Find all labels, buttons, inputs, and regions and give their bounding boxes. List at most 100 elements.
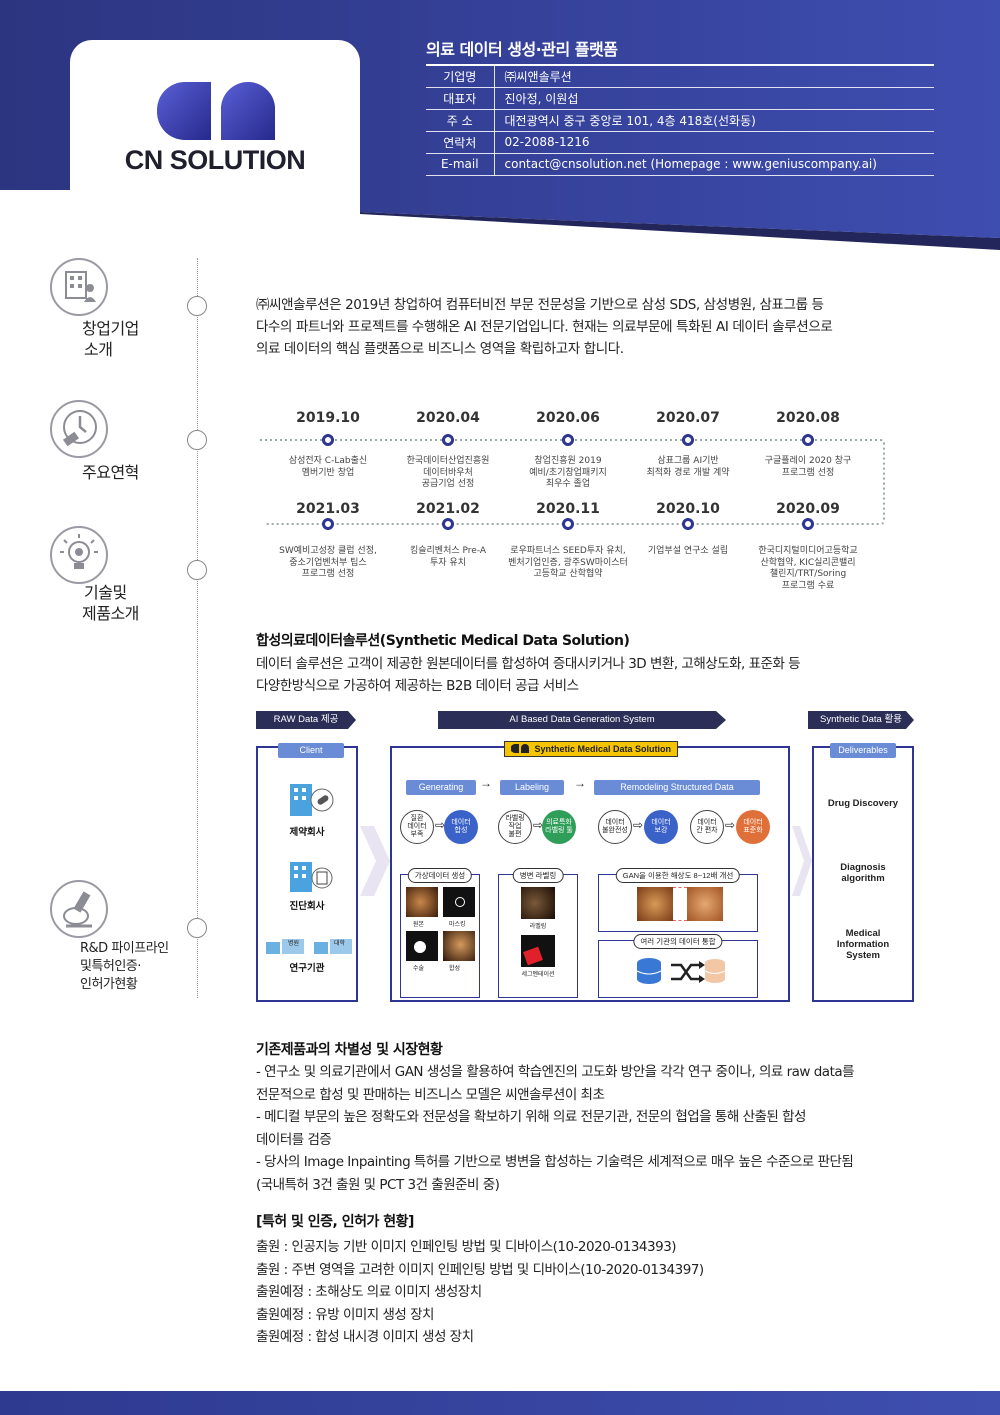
process-circle: 의료특화 라벨링 툴 bbox=[542, 810, 576, 844]
process-circle: 데이터 간 편차 bbox=[690, 810, 724, 844]
timeline-desc: 삼표그룹 AI기반 최적화 경로 개발 계약 bbox=[646, 456, 730, 478]
microscope-icon bbox=[50, 880, 108, 938]
timeline-date: 2020.08 bbox=[776, 410, 840, 426]
lowres-image bbox=[637, 887, 673, 921]
info-value[interactable]: contact@cnsolution.net (Homepage : www.g… bbox=[494, 153, 934, 176]
gan-box: GAN을 이용한 해상도 8~12배 개선 bbox=[598, 868, 758, 932]
endoscopy-image bbox=[406, 887, 438, 917]
caption: 라벨링 bbox=[529, 924, 547, 930]
step-generating: Generating bbox=[406, 780, 476, 795]
patents-title: [특허 및 인증, 인허가 현황] bbox=[256, 1214, 414, 1230]
info-label: 대표자 bbox=[426, 87, 495, 110]
differentiation-line: - 메디컬 부문의 높은 정확도와 전문성을 확보하기 위해 의료 전문기관, … bbox=[256, 1109, 806, 1125]
integration-title: 여러 기관의 데이터 통합 bbox=[633, 934, 723, 949]
timeline-desc: 로우파트너스 SEED투자 유치, 벤처기업인증, 광주SW마이스터 고등학교 … bbox=[508, 546, 628, 579]
timeline-node bbox=[187, 430, 207, 450]
timeline-date: 2020.10 bbox=[656, 501, 720, 517]
patent-line: 출원 : 인공지능 기반 이미지 인페인팅 방법 및 디바이스(10-2020-… bbox=[256, 1239, 677, 1255]
database-shuffle-icon bbox=[636, 958, 725, 984]
chevron-right-icon bbox=[792, 826, 812, 896]
building-person-icon bbox=[50, 258, 108, 316]
section-label-rnd: R&D 파이프라인 및특허인증· 인허가현황 bbox=[80, 940, 169, 994]
deliverables-title: Deliverables bbox=[830, 743, 896, 758]
solution-box: Synthetic Medical Data Solution Generati… bbox=[390, 741, 790, 1002]
timeline-dot bbox=[562, 434, 574, 446]
chevron-right-icon bbox=[360, 826, 390, 896]
highres-image bbox=[687, 887, 723, 921]
hospital-university-icon bbox=[266, 939, 352, 954]
caption: 수술 bbox=[413, 966, 425, 972]
process-circle: 질환 데이터 부족 bbox=[400, 810, 434, 844]
intro-line: 다수의 파트너와 프로젝트를 수행해온 AI 전문기업입니다. 현재는 의료부문… bbox=[256, 319, 833, 335]
section-label-history: 주요연혁 bbox=[82, 463, 139, 482]
client-pharma: 제약회사 bbox=[289, 827, 325, 838]
timeline-dot bbox=[322, 434, 334, 446]
differentiation-line: 데이터를 검증 bbox=[256, 1131, 332, 1148]
step-labeling: Labeling bbox=[500, 780, 564, 795]
timeline-dot bbox=[442, 518, 454, 530]
info-value: 대전광역시 중구 중앙로 101, 4층 418호(선화동) bbox=[494, 109, 934, 132]
bar-synthetic-data: Synthetic Data 활용 bbox=[820, 714, 902, 725]
arrow-right-icon: ⇨ bbox=[435, 818, 446, 832]
lesion-label-title: 병변 라벨링 bbox=[512, 868, 564, 883]
clock-icon bbox=[50, 400, 108, 458]
patent-line: 출원 : 주변 영역을 고려한 이미지 인페인팅 방법 및 디바이스(10-20… bbox=[256, 1261, 704, 1278]
arrow-right-icon: ⇨ bbox=[633, 818, 644, 832]
deliverable-item: Medical Information System bbox=[836, 928, 890, 961]
caption: 원본 bbox=[413, 922, 425, 928]
differentiation-line: 전문적으로 합성 및 판매하는 비즈니스 모델은 씨앤솔루션이 최초 bbox=[256, 1086, 605, 1103]
info-row: 기업명㈜씨앤솔루션 bbox=[426, 64, 934, 88]
info-label: 연락처 bbox=[426, 131, 495, 154]
timeline-dot bbox=[322, 518, 334, 530]
zoom-lines bbox=[673, 887, 687, 921]
footer-bar bbox=[0, 1391, 1000, 1415]
intro-line: ㈜씨앤솔루션은 2019년 창업하여 컴퓨터비전 부문 전문성을 기반으로 삼성… bbox=[256, 297, 824, 313]
info-label: 기업명 bbox=[426, 64, 495, 88]
differentiation-line: - 연구소 및 의료기관에서 GAN 생성을 활용하여 학습엔진의 고도화 방안… bbox=[256, 1064, 855, 1080]
page-title: 의료 데이터 생성·관리 플랫폼 bbox=[426, 40, 618, 59]
timeline-node bbox=[187, 560, 207, 580]
lesion-image bbox=[521, 887, 555, 919]
virtual-data-box: 가상데이터 생성 원본 마스킹 수술 합성 bbox=[400, 868, 480, 998]
patent-line: 출원예정 : 초해상도 의료 이미지 생성장치 bbox=[256, 1284, 482, 1300]
caption: 합성 bbox=[449, 966, 461, 972]
solution-diagram: RAW Data 제공 AI Based Data Generation Sys… bbox=[256, 706, 916, 1006]
label-line: 소개 bbox=[84, 340, 113, 359]
info-value: 진아정, 이원섭 bbox=[494, 87, 934, 110]
timeline-desc: 삼성전자 C-Lab출신 멤버기반 창업 bbox=[288, 456, 368, 478]
process-circle: 데이터 합성 bbox=[444, 810, 478, 844]
label-line: 창업기업 bbox=[82, 319, 139, 338]
logo-card: CN SOLUTION bbox=[70, 40, 360, 240]
solution-title-text: Synthetic Medical Data Solution bbox=[534, 744, 671, 754]
timeline-dot bbox=[802, 434, 814, 446]
lesion-label-box: 병변 라벨링 라벨링 세그멘테이션 bbox=[498, 868, 578, 998]
deliverables-box: Deliverables Drug Discovery Diagnosis al… bbox=[812, 743, 914, 1002]
timeline-date: 2020.09 bbox=[776, 501, 840, 517]
tag-hospital: 병원 bbox=[288, 941, 300, 947]
process-circle: 데이터 불완전성 bbox=[598, 810, 632, 844]
timeline-date: 2020.06 bbox=[536, 410, 600, 426]
label-line: 기술및 bbox=[84, 583, 127, 602]
timeline-node bbox=[187, 918, 207, 938]
tag-university: 대학 bbox=[334, 941, 346, 947]
differentiation-title: 기존제품과의 차별성 및 시장현황 bbox=[256, 1042, 443, 1058]
timeline-date: 2021.03 bbox=[296, 501, 360, 517]
mask-image bbox=[406, 931, 438, 961]
intro-paragraph: ㈜씨앤솔루션은 2019년 창업하여 컴퓨터비전 부문 전문성을 기반으로 삼성… bbox=[256, 294, 833, 360]
diagnostic-building-icon bbox=[290, 862, 333, 892]
timeline-desc: SW예비고성장 클럽 선정, 중소기업벤처부 팁스 프로그램 선정 bbox=[279, 546, 377, 579]
info-label: E-mail bbox=[426, 153, 495, 176]
differentiation-line: (국내특허 3건 출원 및 PCT 3건 출원준비 중) bbox=[256, 1176, 500, 1193]
segmentation-image bbox=[521, 935, 555, 967]
arrow-right-icon: ⇨ bbox=[725, 818, 736, 832]
process-circle: 데이터 표준화 bbox=[736, 810, 770, 844]
flow-arrows bbox=[256, 711, 914, 729]
info-value: 02-2088-1216 bbox=[494, 131, 934, 154]
pharma-building-icon bbox=[290, 784, 334, 816]
label-line: R&D 파이프라인 bbox=[80, 941, 169, 956]
patent-line: 출원예정 : 유방 이미지 생성 장치 bbox=[256, 1306, 434, 1323]
